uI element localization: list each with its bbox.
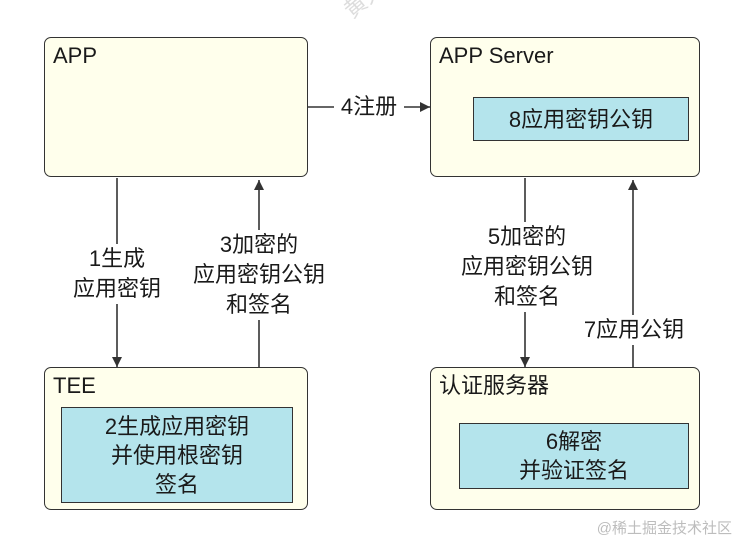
edge-label-3: 3加密的 应用密钥公钥 和签名: [178, 230, 340, 320]
decrypt-verify-box: 6解密 并验证签名: [459, 423, 689, 489]
edge-label-4-text: 4注册: [340, 94, 398, 119]
edge-label-5: 5加密的 应用密钥公钥 和签名: [446, 222, 608, 312]
decrypt-verify-line-2: 并验证签名: [518, 458, 629, 483]
edge-label-1: 1生成 应用密钥: [64, 244, 170, 304]
generate-key-line-1: 2生成应用密钥: [104, 413, 250, 439]
edge-label-5-line-2: 应用密钥公钥: [460, 254, 593, 279]
generate-key-line-3: 签名: [154, 471, 199, 497]
edge-label-7-text: 7应用公钥: [583, 317, 685, 342]
tee-box: TEE 2生成应用密钥 并使用根密钥 签名: [44, 367, 308, 510]
auth-server-box: 认证服务器 6解密 并验证签名: [430, 367, 700, 510]
app-key-public-key-box: 8应用密钥公钥: [473, 97, 689, 141]
edge-label-3-line-2: 应用密钥公钥: [192, 262, 325, 287]
decrypt-verify-line-1: 6解密: [545, 429, 603, 454]
edge-label-7: 7应用公钥: [575, 315, 693, 345]
generate-key-box: 2生成应用密钥 并使用根密钥 签名: [61, 407, 293, 503]
app-server-box: APP Server 8应用密钥公钥: [430, 37, 700, 177]
edge-label-4: 4注册: [334, 92, 404, 122]
app-server-title: APP Server: [439, 43, 554, 68]
tee-title: TEE: [53, 373, 96, 398]
watermark-bottom: @稀土掘金技术社区: [596, 520, 732, 537]
edge-label-1-line-1: 1生成: [88, 246, 146, 271]
app-box: APP: [44, 37, 308, 177]
edge-label-3-line-1: 3加密的: [219, 232, 299, 257]
edge-label-1-line-2: 应用密钥: [72, 276, 161, 301]
app-title: APP: [53, 43, 98, 68]
edge-label-5-line-3: 和签名: [493, 284, 560, 309]
app-key-public-key-label: 8应用密钥公钥: [508, 106, 654, 132]
edge-label-5-line-1: 5加密的: [487, 224, 567, 249]
edge-label-3-line-3: 和签名: [225, 292, 292, 317]
generate-key-line-2: 并使用根密钥: [110, 442, 243, 468]
auth-server-title: 认证服务器: [439, 373, 550, 398]
